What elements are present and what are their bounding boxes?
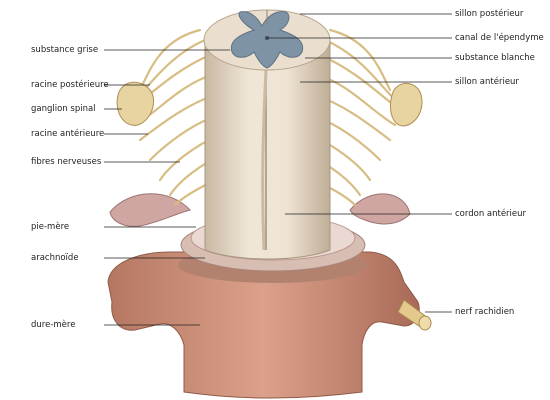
spinal-cord (203, 9, 331, 260)
spinal-nerve (397, 299, 432, 331)
label-substance-grise: substance grise (31, 45, 99, 55)
label-sillon-posterieur: sillon postérieur (455, 9, 524, 19)
label-racine-posterieure: racine postérieure (31, 80, 109, 90)
central-canal (265, 36, 269, 40)
label-dure-mere: dure-mère (31, 320, 76, 330)
left-ganglion (116, 81, 154, 126)
left-meninges-flap (109, 193, 191, 227)
label-cordon-anterieur: cordon antérieur (455, 209, 527, 219)
label-substance-blanche: substance blanche (455, 53, 535, 63)
label-nerf-rachidien: nerf rachidien (455, 307, 515, 317)
label-racine-anterieure: racine antérieure (31, 129, 105, 139)
leader-lines (104, 13, 452, 326)
label-arachnoide: arachnoïde (31, 253, 79, 263)
label-fibres-nerveuses: fibres nerveuses (31, 157, 102, 167)
label-sillon-anterieur: sillon antérieur (455, 77, 519, 87)
label-pie-mere: pie-mère (31, 222, 70, 232)
right-meninges-flap (349, 193, 411, 225)
label-canal-ependyme: canal de l'épendyme (455, 33, 544, 43)
right-ganglion (390, 82, 423, 127)
label-ganglion-spinal: ganglion spinal (31, 104, 96, 114)
